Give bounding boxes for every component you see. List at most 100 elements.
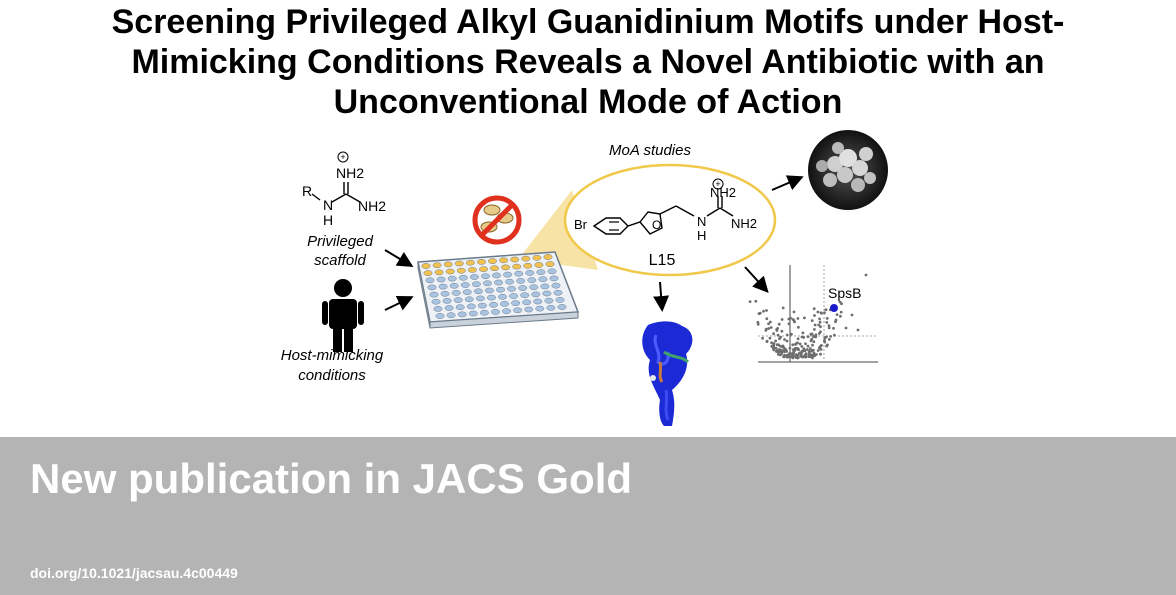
plate-well: [494, 279, 503, 286]
volcano-point: [780, 329, 784, 333]
plate-well: [468, 310, 478, 317]
plate-well: [471, 281, 481, 288]
plate-well: [479, 266, 488, 272]
volcano-point: [816, 349, 820, 352]
arrow-to-volcano: [744, 266, 769, 293]
volcano-point: [809, 339, 813, 343]
plate-well: [516, 278, 526, 284]
plate-well: [421, 263, 431, 269]
plate-well: [538, 276, 548, 283]
plate-well: [479, 309, 489, 316]
volcano-point: [811, 343, 814, 347]
volcano-point: [788, 346, 792, 350]
volcano-point: [817, 323, 821, 327]
volcano-point: [791, 318, 795, 321]
plate-well: [483, 280, 492, 287]
volcano-point: [768, 336, 772, 340]
title-line-3: Unconventional Mode of Action: [333, 83, 843, 121]
plate-well: [527, 277, 537, 283]
volcano-point: [765, 317, 769, 321]
doi-link[interactable]: doi.org/10.1021/jacsau.4c00449: [30, 565, 238, 581]
plate-well: [477, 302, 487, 309]
volcano-point: [806, 335, 810, 339]
plate-well: [449, 282, 459, 289]
volcano-point: [827, 324, 831, 328]
volcano-point: [819, 311, 823, 315]
scaffold-r: R: [302, 183, 312, 199]
plate-well: [489, 301, 498, 308]
plate-well: [464, 296, 474, 303]
volcano-point: [781, 306, 785, 310]
graphical-abstract-svg: + NH2 N H R NH2 Privileged scaffold Host…: [281, 130, 888, 426]
volcano-point: [812, 340, 816, 344]
compound-oval: [563, 163, 777, 277]
volcano-point: [801, 331, 805, 335]
plate-well: [443, 261, 453, 268]
volcano-point: [819, 352, 822, 356]
volcano-point: [790, 332, 793, 336]
plate-well: [433, 306, 443, 312]
plate-well: [503, 271, 513, 278]
volcano-point: [769, 326, 773, 329]
volcano-point: [790, 354, 794, 358]
paper-title: Screening Privileged Alkyl Guanidinium M…: [0, 2, 1176, 122]
volcano-point: [797, 325, 800, 329]
compound-h: H: [697, 228, 706, 243]
plate-well: [491, 309, 500, 315]
positive-charge-icon: [337, 151, 349, 163]
compound-charge-icon: [712, 178, 724, 190]
plate-well: [457, 311, 467, 318]
volcano-point: [825, 321, 829, 324]
volcano-point: [803, 316, 806, 320]
plate-well: [445, 268, 455, 275]
scaffold-nh2-top: NH2: [336, 165, 364, 181]
volcano-point: [807, 355, 811, 359]
volcano-point: [774, 339, 777, 343]
volcano-point: [787, 317, 791, 321]
plate-well: [481, 273, 490, 280]
volcano-point: [795, 353, 798, 356]
plate-well: [462, 289, 472, 295]
volcano-point: [797, 348, 800, 351]
volcano-point: [818, 320, 822, 324]
volcano-point: [791, 348, 795, 351]
volcano-point: [804, 355, 807, 359]
volcano-point: [785, 339, 789, 343]
plate-well: [545, 261, 555, 267]
volcano-point: [844, 326, 848, 330]
volcano-point: [778, 337, 781, 341]
plate-well: [518, 285, 528, 291]
plate-well: [435, 313, 445, 319]
scaffold-h: H: [323, 212, 333, 228]
volcano-point: [767, 322, 770, 326]
volcano-point: [813, 323, 817, 327]
volcano-point: [769, 320, 772, 324]
volcano-point: [793, 320, 796, 324]
no-bacteria-icon: [472, 195, 522, 245]
compound-o: O: [652, 218, 661, 232]
volcano-point: [832, 326, 835, 330]
plate-well: [553, 289, 563, 296]
volcano-point: [810, 319, 814, 322]
volcano-point: [757, 312, 761, 315]
volcano-point: [803, 353, 807, 357]
plate-well: [496, 286, 505, 293]
plate-well: [513, 307, 523, 314]
compound-plus-icon: +: [715, 179, 720, 189]
plate-well: [453, 297, 463, 303]
volcano-point: [800, 349, 804, 353]
volcano-point: [806, 344, 810, 348]
plate-well: [523, 262, 533, 269]
plate-well: [466, 303, 476, 310]
scaffold-structure: + NH2 N H R NH2 Privileged scaffold: [302, 151, 386, 269]
volcano-point: [827, 326, 831, 330]
plate-well: [555, 297, 565, 303]
volcano-point: [818, 317, 821, 321]
volcano-point: [798, 342, 802, 346]
arrow-to-protein: [653, 281, 670, 312]
plate-well: [454, 260, 464, 267]
volcano-point: [799, 354, 803, 357]
volcano-point: [838, 300, 842, 304]
plate-well: [540, 283, 550, 290]
volcano-point: [765, 340, 769, 343]
